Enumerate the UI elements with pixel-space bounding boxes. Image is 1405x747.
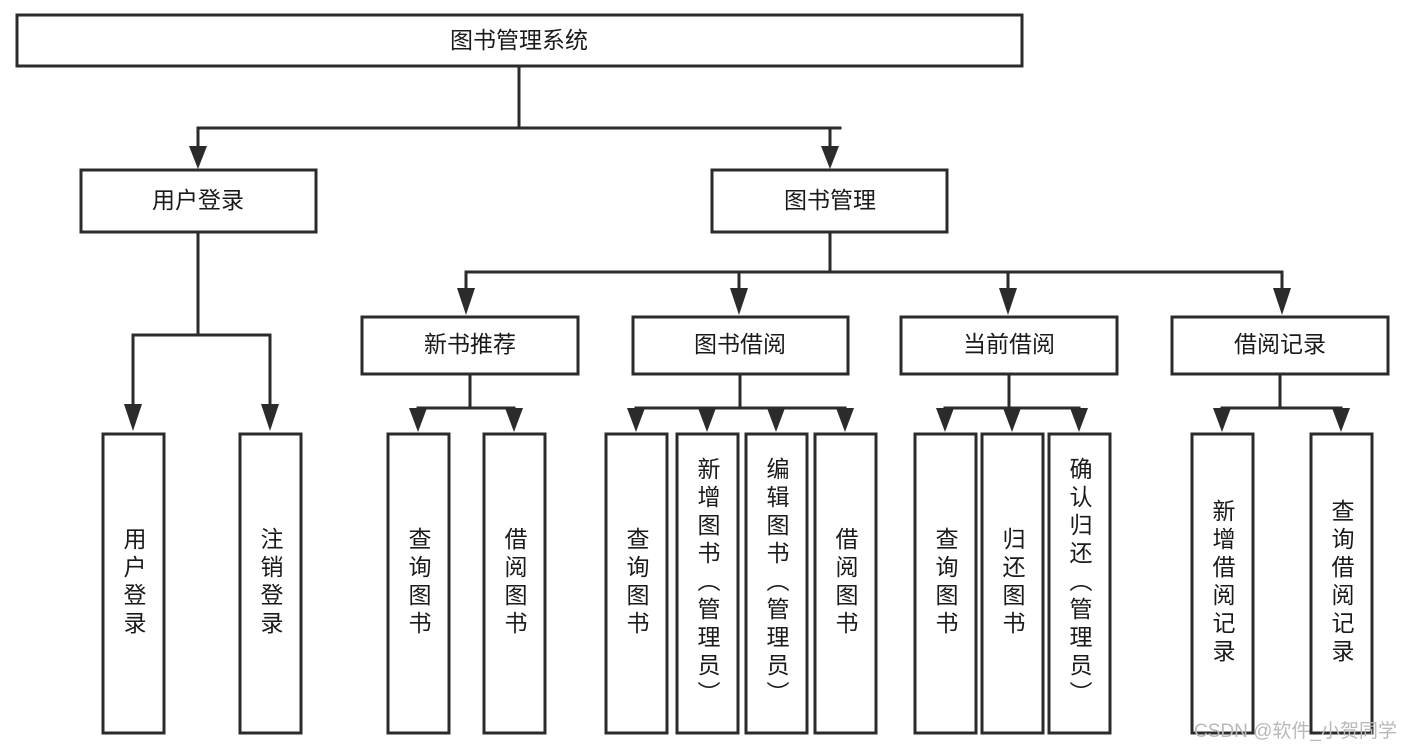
arrow-head-leaf-borrowrecord-1 bbox=[1213, 408, 1231, 432]
csdn-watermark: CSDN @软件_小贺同学 bbox=[1194, 721, 1397, 742]
leaf-box-bookborrow-borrow[interactable] bbox=[813, 432, 878, 735]
leaf-label-bookborrow-edit: 编辑图书（管理员） bbox=[763, 457, 790, 709]
leaf-label-bookborrow-query: 查询图书 bbox=[623, 527, 650, 639]
leaf-node-user-login-login[interactable]: 用户登录 bbox=[101, 432, 166, 735]
arrow-head-leaf-newbook-2 bbox=[505, 408, 523, 432]
leaf-box-user-login-logout[interactable] bbox=[238, 432, 303, 735]
arrow-head-leaf-currentborrow-1 bbox=[936, 408, 954, 432]
leaf-label-bookborrow-add: 新增图书（管理员） bbox=[694, 457, 721, 709]
leaf-box-newbook-borrow[interactable] bbox=[482, 432, 547, 735]
node-book-manage-label: 图书管理 bbox=[784, 187, 876, 213]
leaf-box-bookborrow-edit[interactable] bbox=[744, 432, 809, 735]
arrow-head-book-manage bbox=[821, 146, 839, 169]
arrow-head-leaf-user-login-1 bbox=[124, 404, 142, 431]
leaf-node-borrowrecord-add[interactable]: 新增借阅记录 bbox=[1190, 432, 1255, 735]
arrow-head-current-borrow bbox=[999, 288, 1017, 315]
arrow-head-leaf-user-login-2 bbox=[261, 404, 279, 431]
leaf-node-newbook-query[interactable]: 查询图书 bbox=[386, 432, 451, 735]
leaf-node-newbook-borrow[interactable]: 借阅图书 bbox=[482, 432, 547, 735]
leaf-label-newbook-borrow: 借阅图书 bbox=[501, 527, 528, 639]
leaf-label-newbook-query: 查询图书 bbox=[405, 527, 432, 639]
leaf-label-currentborrow-return: 归还图书 bbox=[999, 527, 1026, 639]
arrow-head-leaf-newbook-1 bbox=[409, 408, 427, 432]
edge-group bbox=[124, 64, 1350, 432]
leaf-label-currentborrow-confirm: 确认归还（管理员） bbox=[1066, 457, 1093, 709]
leaf-box-currentborrow-query[interactable] bbox=[913, 432, 978, 735]
node-new-book-recommend-box[interactable] bbox=[360, 315, 580, 376]
node-user-login[interactable]: 用户登录 bbox=[79, 168, 318, 234]
leaf-node-borrowrecord-query[interactable]: 查询借阅记录 bbox=[1309, 432, 1374, 735]
leaf-label-bookborrow-borrow: 借阅图书 bbox=[832, 527, 859, 639]
leaf-label-currentborrow-query: 查询图书 bbox=[932, 527, 959, 639]
arrow-head-leaf-bookborrow-3 bbox=[767, 408, 785, 432]
arrow-head-leaf-bookborrow-1 bbox=[627, 408, 645, 432]
leaf-box-bookborrow-query[interactable] bbox=[604, 432, 669, 735]
arrow-head-leaf-borrowrecord-2 bbox=[1332, 408, 1350, 432]
leaf-node-bookborrow-borrow[interactable]: 借阅图书 bbox=[813, 432, 878, 735]
node-book-borrow[interactable]: 图书借阅 bbox=[631, 315, 850, 376]
arrow-head-leaf-bookborrow-2 bbox=[698, 408, 716, 432]
node-current-borrow[interactable]: 当前借阅 bbox=[899, 315, 1119, 376]
arrow-head-user-login bbox=[189, 146, 207, 169]
node-borrow-record-label: 借阅记录 bbox=[1234, 331, 1326, 357]
leaf-box-currentborrow-confirm[interactable] bbox=[1047, 432, 1112, 735]
leaf-label-borrowrecord-query: 查询借阅记录 bbox=[1328, 499, 1355, 667]
node-root-label: 图书管理系统 bbox=[450, 27, 588, 53]
leaf-node-currentborrow-confirm[interactable]: 确认归还（管理员） bbox=[1047, 432, 1112, 735]
leaf-box-currentborrow-return[interactable] bbox=[980, 432, 1045, 735]
leaf-node-bookborrow-add[interactable]: 新增图书（管理员） bbox=[675, 432, 740, 735]
node-book-borrow-box[interactable] bbox=[631, 315, 850, 376]
arrow-head-leaf-bookborrow-4 bbox=[836, 408, 854, 432]
node-book-borrow-label: 图书借阅 bbox=[694, 331, 786, 357]
leaf-label-user-login-login: 用户登录 bbox=[120, 527, 147, 639]
leaf-box-borrowrecord-add[interactable] bbox=[1190, 432, 1255, 735]
node-new-book-recommend-label: 新书推荐 bbox=[424, 331, 516, 357]
leaf-box-user-login-login[interactable] bbox=[101, 432, 166, 735]
leaf-node-currentborrow-return[interactable]: 归还图书 bbox=[980, 432, 1045, 735]
arrow-head-leaf-currentborrow-3 bbox=[1070, 408, 1088, 432]
node-current-borrow-label: 当前借阅 bbox=[963, 331, 1055, 357]
node-user-login-box[interactable] bbox=[79, 168, 318, 234]
node-borrow-record-box[interactable] bbox=[1170, 315, 1390, 376]
leaf-node-user-login-logout[interactable]: 注销登录 bbox=[238, 432, 303, 735]
leaf-box-borrowrecord-query[interactable] bbox=[1309, 432, 1374, 735]
leaf-box-bookborrow-add[interactable] bbox=[675, 432, 740, 735]
node-borrow-record[interactable]: 借阅记录 bbox=[1170, 315, 1390, 376]
arrow-head-leaf-currentborrow-2 bbox=[1003, 408, 1021, 432]
leaf-node-bookborrow-edit[interactable]: 编辑图书（管理员） bbox=[744, 432, 809, 735]
node-book-manage[interactable]: 图书管理 bbox=[710, 168, 949, 234]
node-root-box[interactable] bbox=[15, 13, 1024, 68]
leaf-node-currentborrow-query[interactable]: 查询图书 bbox=[913, 432, 978, 735]
leaf-box-newbook-query[interactable] bbox=[386, 432, 451, 735]
arrow-head-borrow-record bbox=[1273, 288, 1291, 315]
node-current-borrow-box[interactable] bbox=[899, 315, 1119, 376]
leaf-node-bookborrow-query[interactable]: 查询图书 bbox=[604, 432, 669, 735]
arrow-head-new-book bbox=[457, 288, 475, 315]
node-book-manage-box[interactable] bbox=[710, 168, 949, 234]
node-new-book-recommend[interactable]: 新书推荐 bbox=[360, 315, 580, 376]
node-root[interactable]: 图书管理系统 bbox=[15, 13, 1024, 68]
leaf-label-borrowrecord-add: 新增借阅记录 bbox=[1209, 499, 1236, 667]
leaf-label-user-login-logout: 注销登录 bbox=[257, 527, 284, 639]
node-user-login-label: 用户登录 bbox=[152, 187, 244, 213]
arrow-head-book-borrow bbox=[730, 288, 748, 315]
